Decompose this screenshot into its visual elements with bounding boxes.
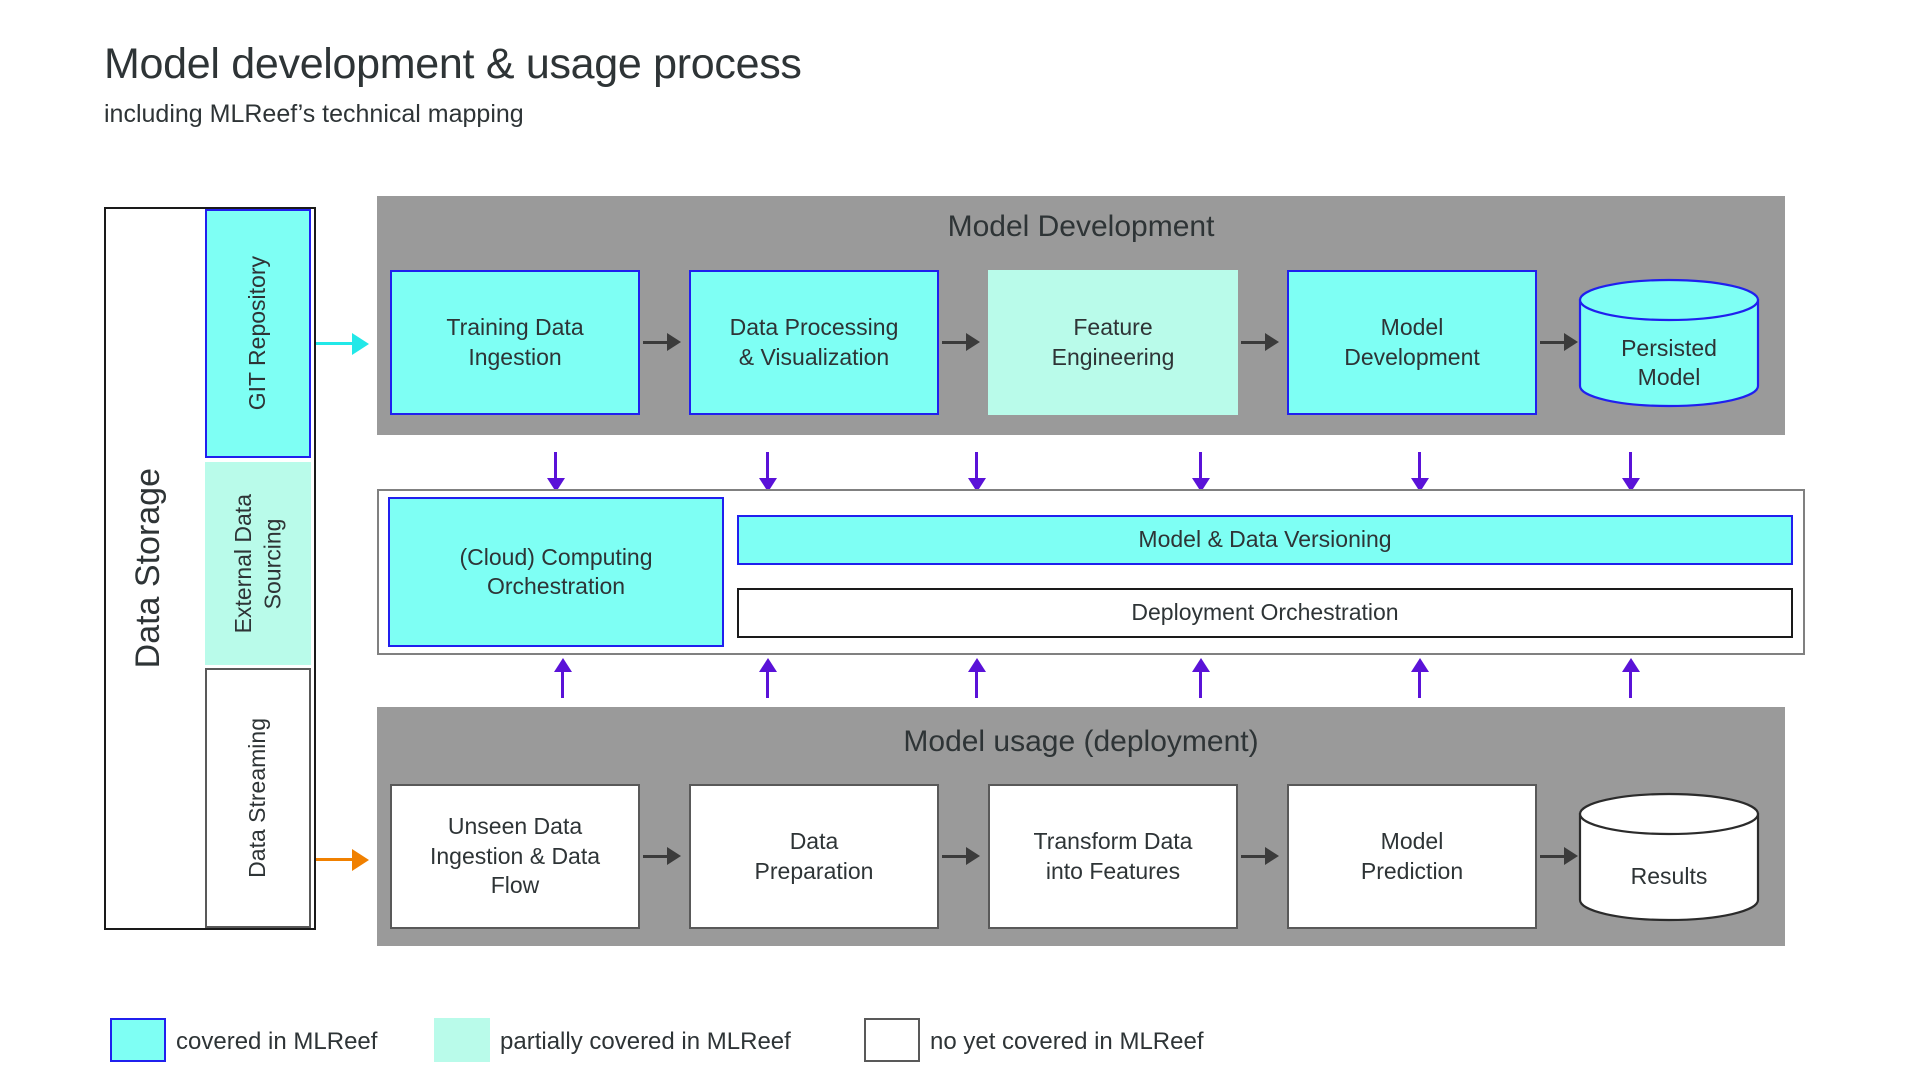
- data-storage-label: Data Storage: [104, 207, 192, 930]
- platform-bar-deployment-orchestration[interactable]: Deployment Orchestration: [737, 588, 1793, 638]
- usage-step-transform-data-into-features-label: Transform Data into Features: [1033, 828, 1193, 884]
- usage-step-results-label: Results: [1630, 863, 1708, 890]
- source-data-streaming-label: Data Streaming: [244, 718, 271, 878]
- dev-step-persisted-model-label: Persisted Model: [1621, 334, 1717, 390]
- usage-step-model-prediction-label: Model Prediction: [1360, 828, 1464, 884]
- usage-step-results[interactable]: Results: [1578, 792, 1760, 922]
- platform-cloud-orchestration-label: (Cloud) Computing Orchestration: [459, 543, 653, 599]
- dev-step-data-processing-visualization[interactable]: Data Processing & Visualization: [689, 270, 939, 415]
- platform-cloud-orchestration[interactable]: (Cloud) Computing Orchestration: [388, 497, 724, 647]
- legend-label-covered: covered in MLReef: [176, 1028, 378, 1055]
- usage-step-data-preparation[interactable]: Data Preparation: [689, 784, 939, 929]
- usage-step-transform-data-into-features[interactable]: Transform Data into Features: [988, 784, 1238, 929]
- legend-label-partially-covered: partially covered in MLReef: [500, 1028, 791, 1055]
- dev-step-data-processing-visualization-label: Data Processing & Visualization: [729, 314, 899, 370]
- legend-label-not-covered: no yet covered in MLReef: [930, 1028, 1204, 1055]
- source-external-data-sourcing-label: External Data Sourcing: [229, 493, 285, 634]
- legend-swatch-covered: [110, 1018, 166, 1062]
- legend-swatch-partially-covered: [434, 1018, 490, 1062]
- dev-step-model-development[interactable]: Model Development: [1287, 270, 1537, 415]
- dev-step-feature-engineering-label: Feature Engineering: [1051, 314, 1175, 370]
- dev-step-training-data-ingestion[interactable]: Training Data Ingestion: [390, 270, 640, 415]
- usage-step-unseen-data-ingestion-label: Unseen Data Ingestion & Data Flow: [429, 813, 601, 899]
- legend-swatch-not-covered: [864, 1018, 920, 1062]
- dev-step-model-development-label: Model Development: [1344, 314, 1480, 370]
- source-external-data-sourcing[interactable]: External Data Sourcing: [205, 462, 311, 665]
- platform-bar-model-data-versioning[interactable]: Model & Data Versioning: [737, 515, 1793, 565]
- dev-step-training-data-ingestion-label: Training Data Ingestion: [446, 314, 584, 370]
- source-git-repository[interactable]: GIT Repository: [205, 209, 311, 458]
- model-development-title: Model Development: [947, 210, 1215, 243]
- source-git-repository-label: GIT Repository: [244, 256, 271, 411]
- persisted-model-cylinder-shape: [1578, 278, 1760, 408]
- page-subtitle: including MLReef’s technical mapping: [104, 100, 524, 128]
- usage-step-unseen-data-ingestion[interactable]: Unseen Data Ingestion & Data Flow: [390, 784, 640, 929]
- model-usage-title: Model usage (deployment): [903, 725, 1259, 758]
- dev-step-feature-engineering[interactable]: Feature Engineering: [988, 270, 1238, 415]
- usage-step-model-prediction[interactable]: Model Prediction: [1287, 784, 1537, 929]
- results-cylinder-shape: [1578, 792, 1760, 922]
- platform-bar-model-data-versioning-label: Model & Data Versioning: [1138, 526, 1392, 553]
- dev-step-persisted-model[interactable]: Persisted Model: [1578, 278, 1760, 408]
- platform-bar-deployment-orchestration-label: Deployment Orchestration: [1131, 599, 1399, 626]
- usage-step-data-preparation-label: Data Preparation: [754, 828, 874, 884]
- data-storage-label-text: Data Storage: [128, 468, 167, 669]
- source-data-streaming[interactable]: Data Streaming: [205, 668, 311, 928]
- page-title: Model development & usage process: [104, 40, 802, 88]
